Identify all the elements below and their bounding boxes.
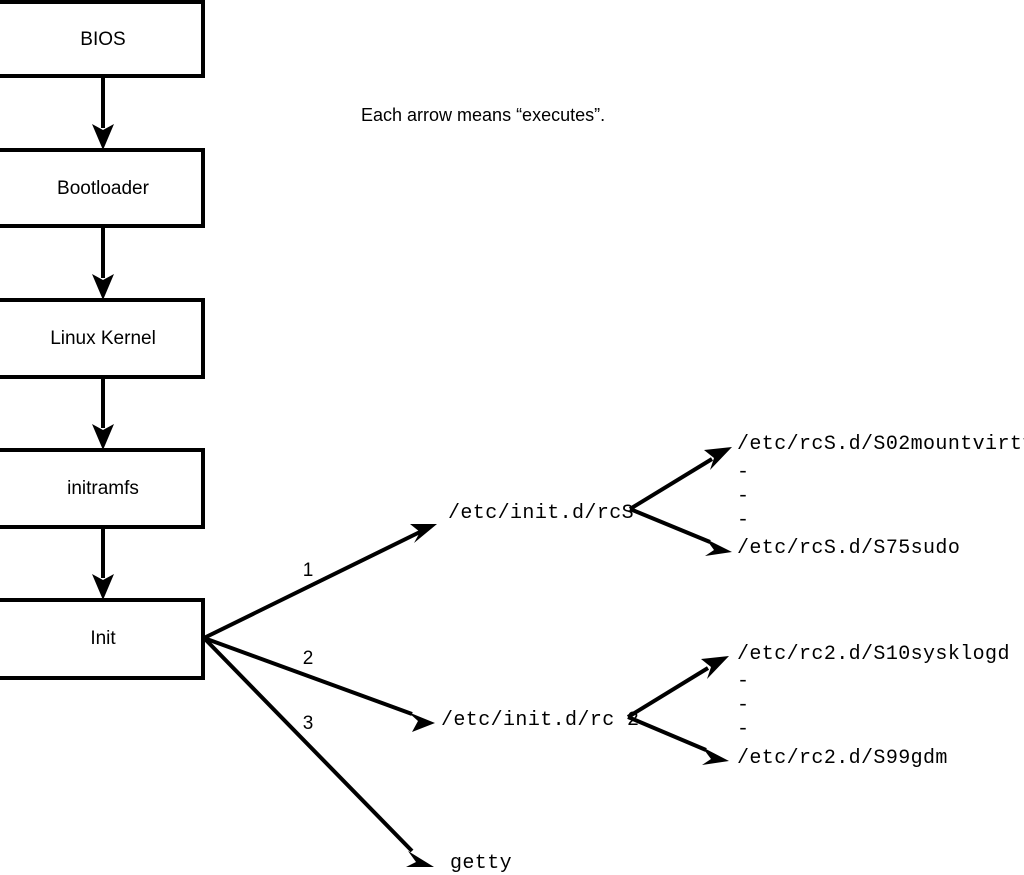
init-branch-3: 3 getty bbox=[202, 636, 512, 875]
branch-1-line bbox=[203, 528, 425, 640]
branch-2-arrowhead bbox=[408, 712, 435, 732]
bios-label: BIOS bbox=[80, 29, 125, 50]
bootloader-box[interactable] bbox=[0, 148, 205, 228]
node-initramfs[interactable]: initramfs bbox=[0, 448, 205, 529]
chain-connectors bbox=[92, 76, 114, 600]
branch-1-target-label: /etc/init.d/rcS bbox=[448, 502, 634, 525]
rc2-child-first-line bbox=[626, 666, 710, 719]
node-bios[interactable]: BIOS bbox=[0, 0, 205, 78]
rcs-child-first-line bbox=[628, 457, 714, 511]
branch-2-number: 2 bbox=[303, 648, 314, 669]
branch-3-number: 3 bbox=[303, 713, 314, 734]
initramfs-box[interactable] bbox=[0, 448, 205, 529]
arrowhead-kernel bbox=[92, 274, 114, 300]
branch-2-target-label: /etc/init.d/rc 2 bbox=[441, 709, 639, 732]
arrowhead-initramfs bbox=[92, 424, 114, 450]
init-label: Init bbox=[90, 628, 116, 649]
rc2-ellipsis-dash-3: - bbox=[737, 718, 749, 741]
branch-3-arrowhead bbox=[406, 851, 434, 867]
rcs-child-first-arrowhead bbox=[704, 447, 732, 470]
rcs-child-first-label: /etc/rcS.d/S02mountvirtfs bbox=[737, 433, 1024, 456]
rcs-child-last-arrowhead bbox=[705, 539, 732, 556]
rcs-children-group: /etc/rcS.d/S02mountvirtfs - - - /etc/rcS… bbox=[628, 433, 1024, 560]
init-branch-2: 2 /etc/init.d/rc 2 bbox=[203, 636, 639, 732]
rcs-ellipsis-dash-1: - bbox=[737, 461, 749, 484]
rcs-child-last-label: /etc/rcS.d/S75sudo bbox=[737, 537, 960, 560]
arrowhead-bootloader bbox=[92, 124, 114, 150]
rc2-ellipsis-dash-1: - bbox=[737, 670, 749, 693]
node-bootloader[interactable]: Bootloader bbox=[0, 148, 205, 228]
node-linux-kernel[interactable]: Linux Kernel bbox=[0, 298, 205, 379]
linux-kernel-label: Linux Kernel bbox=[50, 328, 156, 349]
rc2-child-last-line bbox=[627, 715, 707, 752]
rc2-children-group: /etc/rc2.d/S10sysklogd - - - /etc/rc2.d/… bbox=[626, 643, 1010, 770]
rcs-ellipsis-dash-2: - bbox=[737, 485, 749, 508]
rcs-child-last-line bbox=[629, 507, 711, 544]
rc2-child-last-arrowhead bbox=[702, 747, 729, 765]
rcs-ellipsis-dash-3: - bbox=[737, 509, 749, 532]
branch-3-line bbox=[202, 636, 414, 853]
branch-2-line bbox=[203, 636, 413, 716]
rc2-child-last-label: /etc/rc2.d/S99gdm bbox=[737, 747, 948, 770]
initramfs-label: initramfs bbox=[67, 478, 139, 499]
rc2-child-first-label: /etc/rc2.d/S10sysklogd bbox=[737, 643, 1010, 666]
init-box[interactable] bbox=[0, 598, 205, 680]
rc2-ellipsis-dash-2: - bbox=[737, 694, 749, 717]
branch-1-number: 1 bbox=[303, 560, 314, 581]
bootloader-label: Bootloader bbox=[57, 178, 150, 199]
branch-3-target-label: getty bbox=[450, 852, 512, 875]
linux-kernel-box[interactable] bbox=[0, 298, 205, 379]
init-branch-1: 1 /etc/init.d/rcS bbox=[203, 502, 634, 640]
node-init[interactable]: Init bbox=[0, 598, 205, 680]
arrowhead-init bbox=[92, 574, 114, 600]
diagram-caption: Each arrow means “executes”. bbox=[361, 105, 605, 125]
branch-1-arrowhead bbox=[410, 524, 437, 543]
bios-box[interactable] bbox=[0, 0, 205, 78]
rc2-child-first-arrowhead bbox=[701, 656, 729, 679]
